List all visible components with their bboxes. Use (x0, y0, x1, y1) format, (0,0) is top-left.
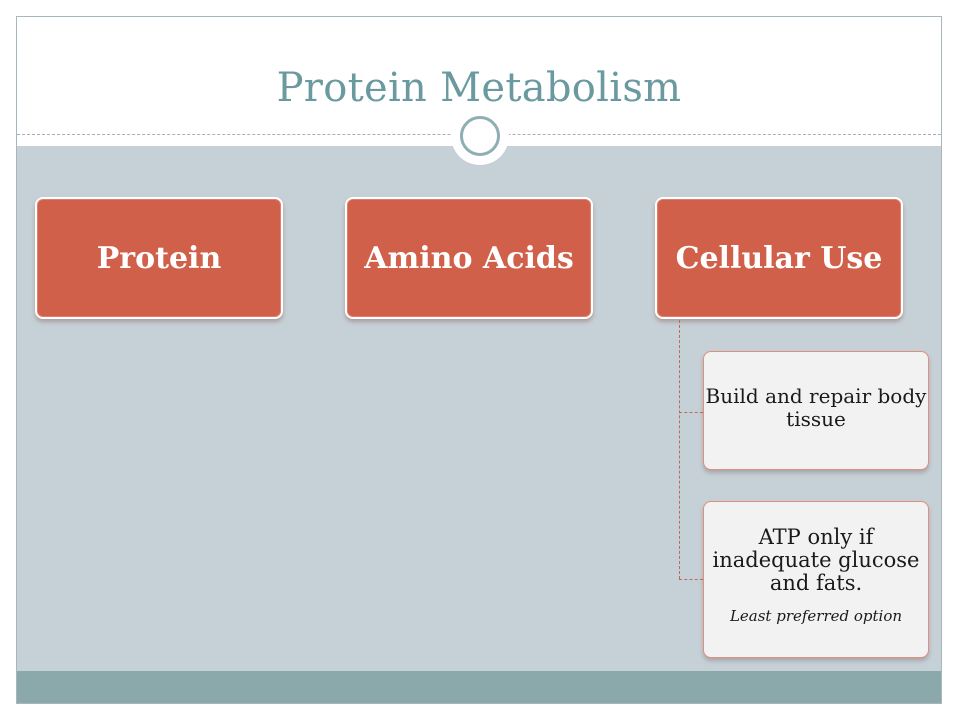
slide-frame: Protein Metabolism Protein Amino Acids C… (16, 16, 942, 704)
detail-atp-text: ATP only if inadequate glucose and fats. (712, 525, 920, 595)
stage-protein-label: Protein (96, 240, 222, 276)
slide-title: Protein Metabolism (276, 65, 682, 111)
stage-cellular-use-label: Cellular Use (675, 240, 883, 276)
stage-amino-acids-label: Amino Acids (364, 240, 574, 276)
detail-atp-note: Least preferred option (729, 607, 903, 625)
stage-amino-acids: Amino Acids (345, 197, 593, 319)
stage-protein: Protein (35, 197, 283, 319)
detail-atp: ATP only if inadequate glucose and fats.… (703, 501, 929, 658)
connector-vertical (679, 320, 680, 579)
stage-cellular-use: Cellular Use (655, 197, 903, 319)
connector-to-detail-2 (679, 579, 703, 580)
footer-band (17, 671, 941, 703)
circle-ring (460, 116, 500, 156)
detail-build-repair: Build and repair body tissue (703, 351, 929, 470)
connector-to-detail-1 (679, 412, 703, 413)
circle-ornament-icon (451, 107, 509, 165)
detail-build-repair-text: Build and repair body tissue (705, 384, 927, 431)
